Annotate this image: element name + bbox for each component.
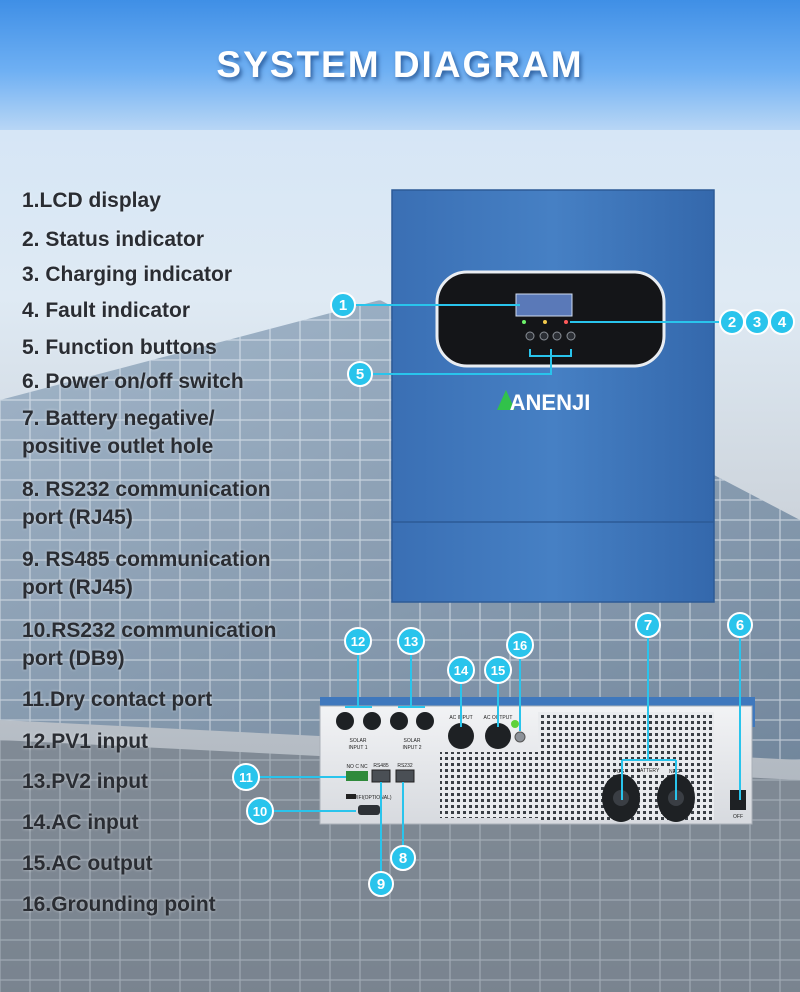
callout-16 [506, 631, 534, 659]
inverter-front: ANENJI [391, 189, 715, 603]
rs485-label: RS485 [373, 763, 389, 769]
callout-14 [447, 656, 475, 684]
rs485-port [371, 769, 391, 783]
grounding-screw [514, 731, 526, 743]
brand-logo: ANENJI [510, 390, 591, 415]
callout-9-label: 9 [377, 876, 385, 893]
callout-15-label: 15 [491, 663, 505, 678]
callout-12 [344, 627, 372, 655]
callout-7 [635, 612, 661, 638]
solar2-label: SOLAR [404, 738, 421, 744]
callout-1-label: 1 [339, 297, 347, 314]
legend-item: 4. Fault indicator [22, 299, 191, 322]
status-led [522, 320, 526, 324]
wifi-label: WIFI(OPTIONAL) [352, 795, 392, 801]
callout-5-label: 5 [356, 366, 364, 383]
callout-6 [727, 612, 753, 638]
brand-logo-mark [497, 390, 515, 410]
callout-16-label: 16 [513, 638, 527, 653]
callout-10-label: 10 [253, 804, 267, 819]
legend-item: 7. Battery negative/positive outlet hole [22, 407, 215, 458]
legend-item: 6. Power on/off switch [22, 370, 244, 393]
function-buttons [525, 331, 576, 341]
callout-7-label: 7 [644, 617, 652, 634]
header-banner [0, 0, 800, 130]
solar1-label: SOLAR [350, 738, 367, 744]
legend-item: 11.Dry contact port [22, 688, 213, 711]
legend-item: 16.Grounding point [22, 893, 216, 916]
callout-12-label: 12 [351, 634, 365, 649]
legend-item: 14.AC input [22, 811, 139, 834]
callout-13 [397, 627, 425, 655]
callout-14-label: 14 [454, 663, 469, 678]
battery-label: BATTERY [637, 768, 660, 774]
callout-1 [330, 292, 356, 318]
callout-9 [368, 871, 394, 897]
rs232-rj45-port [395, 769, 415, 783]
callout-3-label: 3 [753, 314, 761, 331]
ac-output-socket [485, 723, 511, 749]
legend-item: 13.PV2 input [22, 770, 149, 793]
ground-marker [511, 720, 519, 728]
legend-item: 1.LCD display [22, 189, 161, 212]
legend-item: 15.AC output [22, 852, 153, 875]
off-label: OFF [733, 814, 743, 820]
input1-label: INPUT 1 [348, 745, 367, 751]
lcd-screen [515, 293, 573, 317]
callout-10 [246, 797, 274, 825]
rs232-label: RS232 [397, 763, 413, 769]
callout-11-label: 11 [239, 770, 253, 785]
callout-4-label: 4 [778, 314, 787, 331]
legend-item: 3. Charging indicator [22, 263, 233, 286]
callout-6-label: 6 [736, 617, 744, 634]
callout-8 [390, 845, 416, 871]
callout-5 [347, 361, 373, 387]
pv-terminals [336, 712, 434, 730]
input2-label: INPUT 2 [402, 745, 421, 751]
inverter-bottom: SOLAR INPUT 1 SOLAR INPUT 2 AC INPUT AC … [319, 697, 755, 825]
fault-led [564, 320, 568, 324]
callout-15 [484, 656, 512, 684]
callouts: 1 2 3 4 5 6 7 8 9 10 11 12 13 1 [232, 292, 795, 897]
callout-11 [232, 763, 260, 791]
wifi-tag [346, 794, 356, 799]
dry-contact-port [346, 771, 368, 781]
charging-led [543, 320, 547, 324]
legend-item: 12.PV1 input [22, 730, 149, 753]
callout-2-label: 2 [728, 314, 736, 331]
legend-item: 2. Status indicator [22, 228, 205, 251]
dry-contact-label: NO C NC [346, 764, 368, 770]
power-switch [730, 790, 746, 810]
ac-input-socket [448, 723, 474, 749]
page-title: SYSTEM DIAGRAM [216, 44, 584, 85]
callout-8-label: 8 [399, 850, 407, 867]
db9-port [358, 805, 380, 815]
callout-13-label: 13 [404, 634, 418, 649]
callout-4 [769, 309, 795, 335]
legend-item: 5. Function buttons [22, 336, 217, 359]
